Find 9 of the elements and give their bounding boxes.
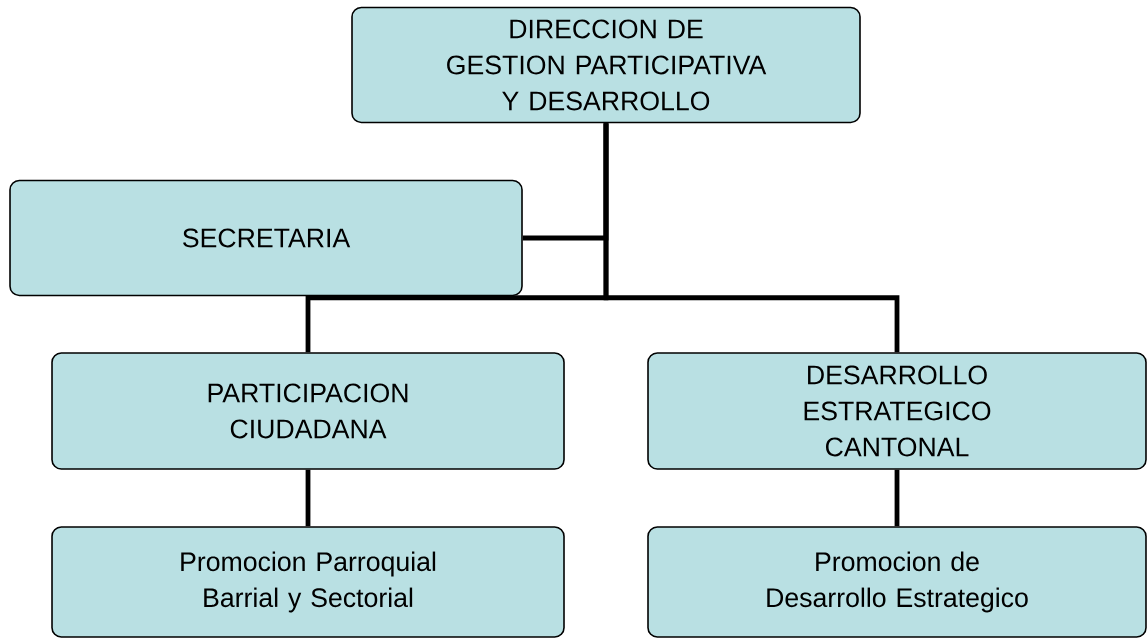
- org-box: DESARROLLO ESTRATEGICO CANTONAL: [647, 352, 1147, 470]
- org-box: PARTICIPACION CIUDADANA: [51, 352, 565, 470]
- connector-line: [894, 469, 900, 527]
- org-box: DIRECCION DE GESTION PARTICIPATIVA Y DESARROLLO: [351, 6, 861, 124]
- org-box: SECRETARIA: [9, 179, 523, 297]
- org-box: Promocion de Desarrollo Estrategico: [647, 526, 1147, 638]
- connector-line: [305, 469, 311, 527]
- connector-line: [603, 123, 900, 353]
- org-box: Promocion Parroquial Barrial y Sectorial: [51, 526, 565, 638]
